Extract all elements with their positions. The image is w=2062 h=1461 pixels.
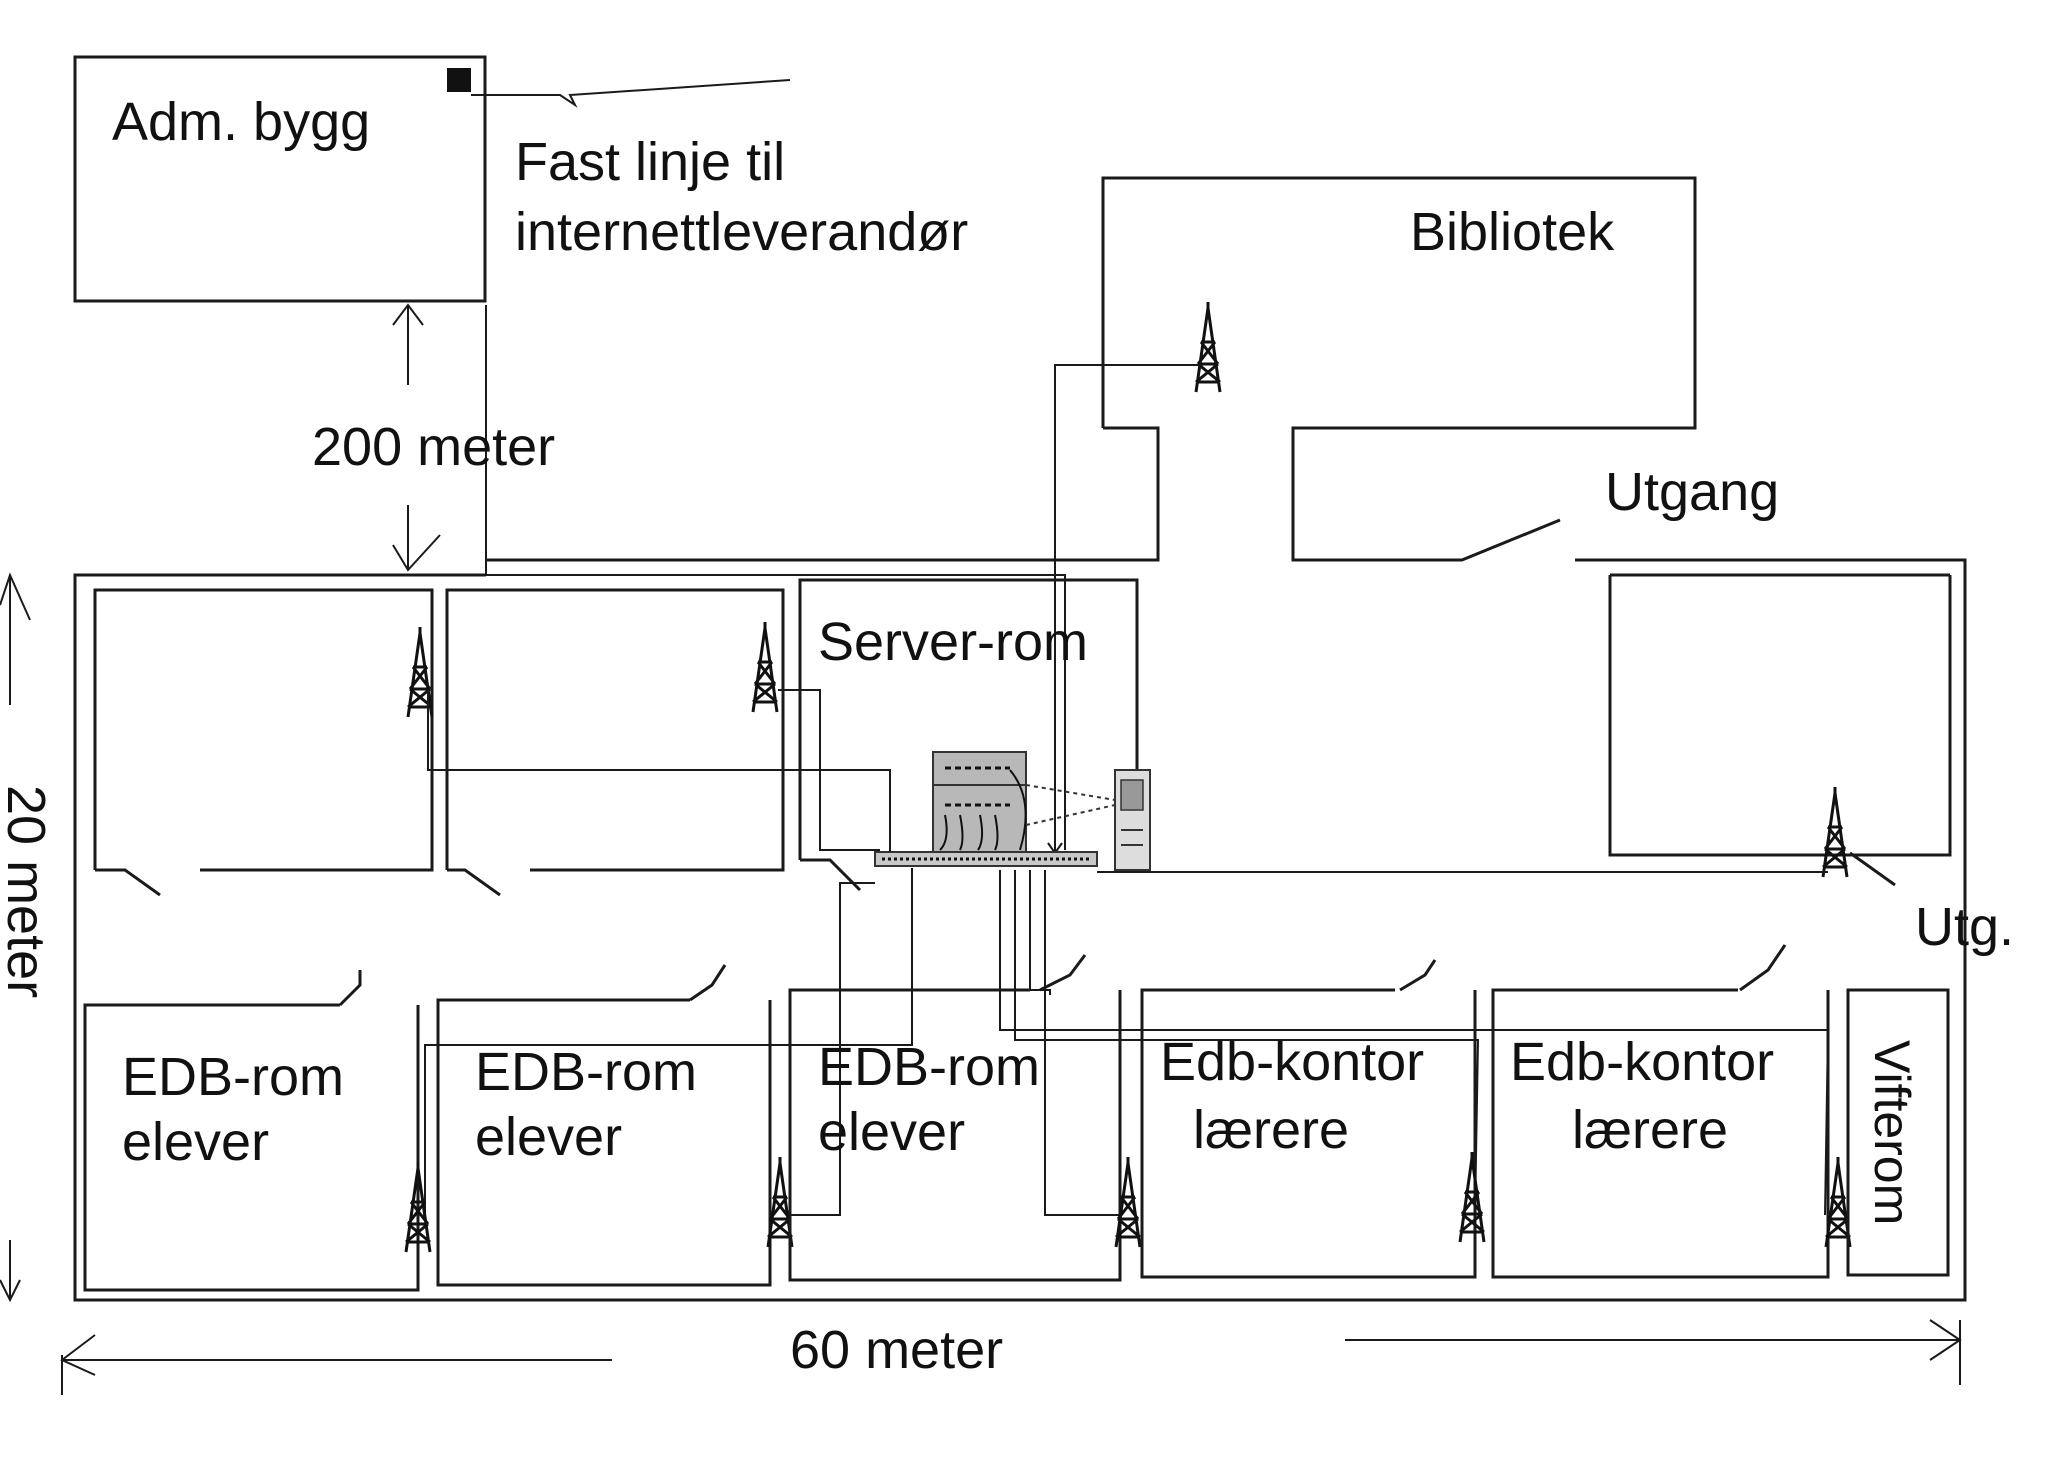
main-building bbox=[73, 558, 1967, 1302]
width-dimension: 60 meter bbox=[60, 1319, 1962, 1395]
top-room-right: Utg. bbox=[1608, 573, 2014, 957]
exit-label: Utgang bbox=[1605, 462, 1779, 522]
edb3-label-2: elever bbox=[818, 1102, 965, 1162]
office1-label-1: Edb-kontor bbox=[1160, 1032, 1424, 1092]
office1-antenna-icon bbox=[1458, 1150, 1486, 1244]
server-room-label: Server-rom bbox=[818, 612, 1088, 672]
network-switch-icon bbox=[874, 851, 1098, 867]
isp-line-label-1: Fast linje til bbox=[515, 132, 785, 192]
teacher-office-1: Edb-kontor lærere bbox=[1140, 959, 1486, 1279]
server-room: Server-rom bbox=[798, 578, 1139, 892]
line-terminal-icon bbox=[447, 68, 471, 92]
exit-antenna-icon bbox=[1821, 785, 1849, 879]
computer-tower-icon bbox=[1025, 769, 1151, 871]
height-dimension: 20 meter bbox=[0, 572, 56, 1303]
adm-label: Adm. bygg bbox=[112, 92, 370, 152]
adm-building: Adm. bygg bbox=[73, 55, 487, 303]
library-antenna-icon bbox=[1194, 300, 1222, 394]
exit-small-label: Utg. bbox=[1915, 897, 2014, 957]
width-dimension-label: 60 meter bbox=[790, 1320, 1003, 1380]
edb-room-3: EDB-rom elever bbox=[788, 954, 1142, 1282]
vifterom-antenna-icon bbox=[1824, 1155, 1852, 1249]
edb2-label-1: EDB-rom bbox=[475, 1042, 697, 1102]
top-room-2 bbox=[445, 588, 785, 897]
library-building: Bibliotek bbox=[486, 176, 1697, 855]
server-rack-icon bbox=[932, 751, 1027, 853]
library-label: Bibliotek bbox=[1410, 202, 1615, 262]
office2-label-2: lærere bbox=[1572, 1100, 1728, 1160]
edb1-label-1: EDB-rom bbox=[122, 1047, 344, 1107]
adm-to-main-cable bbox=[485, 305, 1066, 850]
top-room-1 bbox=[93, 588, 434, 897]
fan-room: Vifterom bbox=[1846, 988, 1950, 1277]
teacher-office-2: Edb-kontor lærere bbox=[1491, 944, 1852, 1279]
edb-room-2: EDB-rom elever bbox=[436, 964, 794, 1287]
room2-antenna-icon bbox=[751, 620, 779, 714]
isp-line-label-2: internettleverandør bbox=[515, 202, 968, 262]
edb3-label-1: EDB-rom bbox=[818, 1037, 1040, 1097]
fan-room-label: Vifterom bbox=[1864, 1040, 1920, 1225]
office1-label-2: lærere bbox=[1193, 1100, 1349, 1160]
edb2-label-2: elever bbox=[475, 1107, 622, 1167]
isp-line: Fast linje til internettleverandør bbox=[471, 79, 968, 262]
distance-200-marker: 200 meter bbox=[312, 303, 555, 572]
office2-label-1: Edb-kontor bbox=[1510, 1032, 1774, 1092]
height-dimension-label: 20 meter bbox=[0, 785, 56, 998]
edb-room-1: EDB-rom elever bbox=[83, 970, 432, 1292]
distance-200-label: 200 meter bbox=[312, 417, 555, 477]
edb1-label-2: elever bbox=[122, 1112, 269, 1172]
edb2-antenna-icon bbox=[766, 1155, 794, 1249]
